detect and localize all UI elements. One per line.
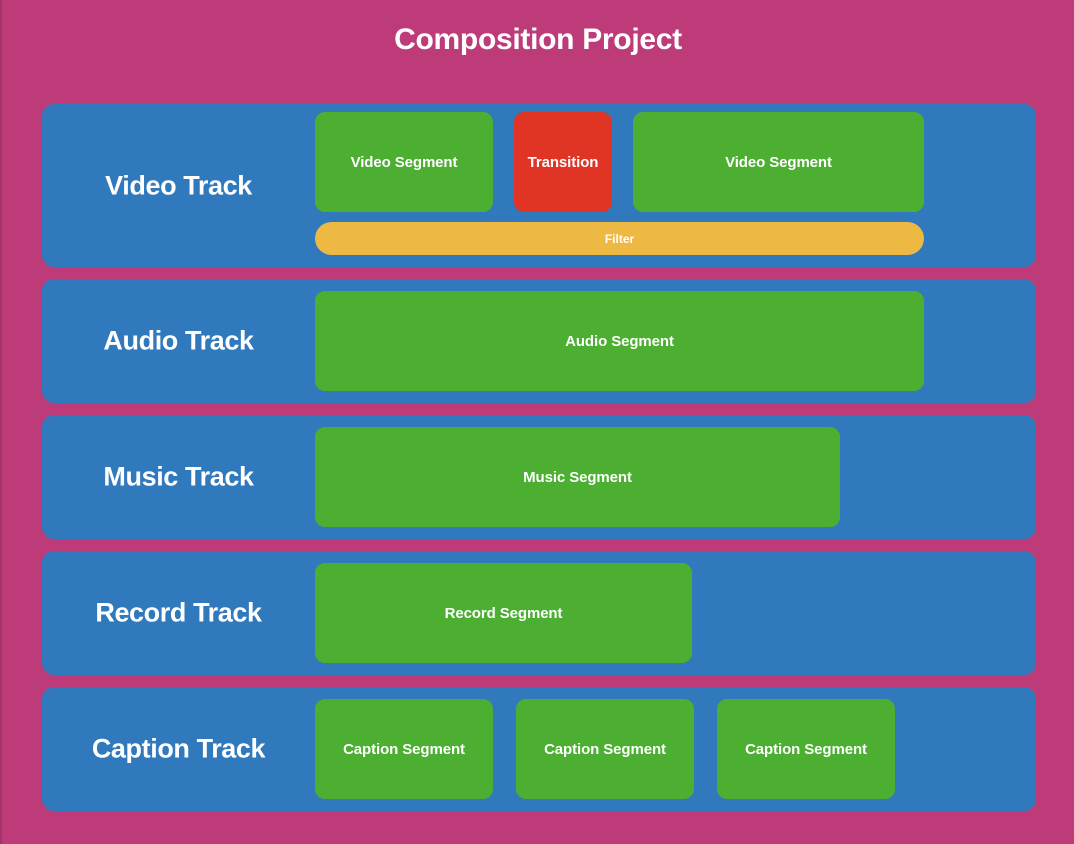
track-label-audio: Audio Track	[103, 325, 254, 356]
track-lanes-music: Music Segment	[315, 415, 1036, 539]
clip-audio-segment[interactable]: Audio Segment	[315, 291, 924, 391]
track-label-music: Music Track	[103, 461, 254, 492]
track-lanes-caption: Caption Segment Caption Segment Caption …	[315, 687, 1036, 811]
track-lanes-video: Video Segment Transition Video Segment F…	[315, 104, 1036, 267]
clip-lane-record: Record Segment	[315, 563, 1036, 663]
clip-video-segment-1[interactable]: Video Segment	[315, 112, 493, 212]
effect-lane-video: Filter	[315, 222, 1036, 255]
track-caption[interactable]: Caption Track Caption Segment Caption Se…	[42, 687, 1036, 811]
track-label-video: Video Track	[105, 170, 252, 200]
clip-gap	[694, 699, 717, 799]
clip-caption-segment-3[interactable]: Caption Segment	[717, 699, 895, 799]
timeline: Video Track Video Segment Transition Vid…	[42, 104, 1036, 811]
clip-video-segment-2[interactable]: Video Segment	[633, 112, 924, 212]
track-lanes-audio: Audio Segment	[315, 279, 1036, 403]
track-label-caption: Caption Track	[91, 733, 266, 764]
track-music[interactable]: Music Track Music Segment	[42, 415, 1036, 539]
clip-gap	[493, 699, 516, 799]
clip-lane-caption: Caption Segment Caption Segment Caption …	[315, 699, 1036, 799]
clip-music-segment[interactable]: Music Segment	[315, 427, 840, 527]
clip-caption-segment-1[interactable]: Caption Segment	[315, 699, 493, 799]
track-video[interactable]: Video Track Video Segment Transition Vid…	[42, 104, 1036, 267]
clip-lane-music: Music Segment	[315, 427, 1036, 527]
page-title: Composition Project	[394, 23, 682, 56]
clip-gap	[493, 112, 514, 212]
clip-transition[interactable]: Transition	[514, 112, 612, 212]
effect-filter[interactable]: Filter	[315, 222, 924, 255]
track-record[interactable]: Record Track Record Segment	[42, 551, 1036, 675]
track-label-record: Record Track	[95, 597, 262, 628]
clip-lane-video: Video Segment Transition Video Segment	[315, 112, 1036, 212]
clip-caption-segment-2[interactable]: Caption Segment	[516, 699, 694, 799]
clip-record-segment[interactable]: Record Segment	[315, 563, 692, 663]
track-lanes-record: Record Segment	[315, 551, 1036, 675]
track-audio[interactable]: Audio Track Audio Segment	[42, 279, 1036, 403]
clip-gap	[612, 112, 633, 212]
clip-lane-audio: Audio Segment	[315, 291, 1036, 391]
